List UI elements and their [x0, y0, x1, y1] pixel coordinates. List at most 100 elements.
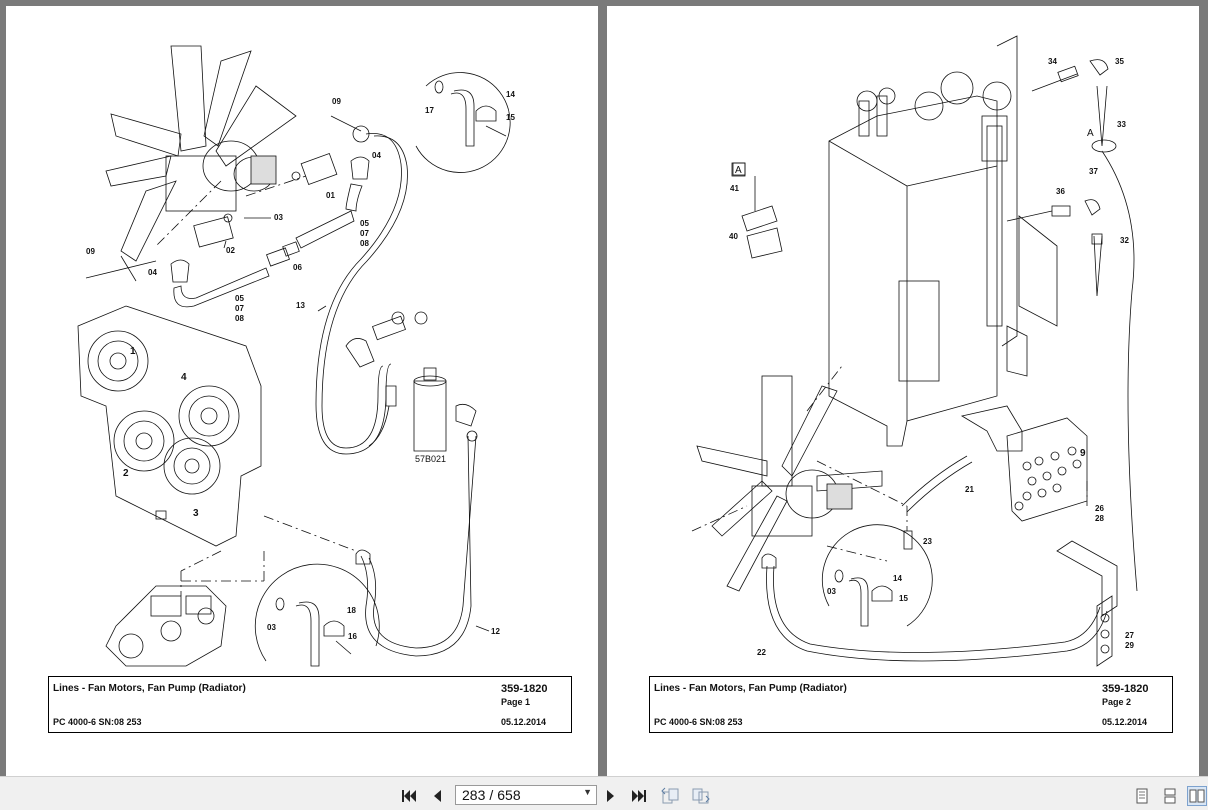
- label-32: 32: [1120, 236, 1129, 245]
- label-09: 09: [332, 97, 341, 106]
- model-serial: PC 4000-6 SN:08 253: [53, 717, 142, 727]
- page-label: Page 2: [1102, 697, 1132, 707]
- total-pages: 658: [497, 787, 521, 803]
- label-a-box: [731, 162, 746, 177]
- callout-labels-right: 34 35 33 A 37 36 32 A 41 40 21 9 26 28 2…: [729, 57, 1134, 657]
- label-57b021: 57B021: [415, 454, 446, 464]
- label-26: 26: [1095, 504, 1104, 513]
- label-03: 03: [274, 213, 283, 222]
- filter-assembly: [345, 311, 477, 452]
- page-label: Page 1: [501, 697, 531, 707]
- navigation-toolbar: [0, 776, 1208, 810]
- label-34: 34: [1048, 57, 1057, 66]
- label-36: 36: [1056, 187, 1065, 196]
- label-22: 22: [757, 648, 766, 657]
- facing-pages-view-icon: [1189, 789, 1205, 803]
- title-block: Lines - Fan Motors, Fan Pump (Radiator) …: [48, 676, 572, 733]
- gear-label-1: 1: [130, 346, 136, 357]
- continuous-view-icon: [1164, 788, 1176, 804]
- tank-illustration: [828, 35, 1058, 447]
- label-15: 15: [899, 594, 908, 603]
- page-separator: /: [489, 787, 494, 803]
- hose-21: [901, 455, 973, 550]
- hose-12: [355, 430, 478, 657]
- go-back-button[interactable]: [660, 787, 682, 805]
- parts-diagram-page-1: 09 09 04 04 03 03 01 02 06 05 07 08 05 0…: [77, 45, 515, 667]
- next-page-icon: [607, 790, 614, 802]
- label-08: 08: [235, 314, 244, 323]
- page-number-selector[interactable]: 283 / 658 ▼: [455, 785, 597, 805]
- part-number: 359-1820: [1102, 683, 1149, 695]
- label-28: 28: [1095, 514, 1104, 523]
- label-23: 23: [923, 537, 932, 546]
- facing-pages-view-button[interactable]: [1187, 786, 1207, 806]
- fittings-36-37: [1006, 199, 1103, 297]
- last-page-icon: [632, 790, 646, 802]
- model-serial: PC 4000-6 SN:08 253: [654, 717, 743, 727]
- label-04: 04: [148, 268, 157, 277]
- gear-label-2: 2: [123, 468, 129, 479]
- drawing-title: Lines - Fan Motors, Fan Pump (Radiator): [654, 683, 847, 694]
- label-17: 17: [425, 106, 434, 115]
- title-block: Lines - Fan Motors, Fan Pump (Radiator) …: [649, 676, 1173, 733]
- label-07: 07: [235, 304, 244, 313]
- drawing-date: 05.12.2014: [501, 717, 547, 727]
- bracket-27-29: [1056, 540, 1118, 667]
- drawing-date: 05.12.2014: [1102, 717, 1148, 727]
- single-page-view-button[interactable]: [1132, 786, 1152, 806]
- valve-block: [960, 405, 1088, 522]
- label-06: 06: [293, 263, 302, 272]
- label-05: 05: [360, 219, 369, 228]
- hose-22: [761, 553, 1108, 662]
- first-page-button[interactable]: [400, 787, 418, 805]
- label-29: 29: [1125, 641, 1134, 650]
- document-page-left: 09 09 04 04 03 03 01 02 06 05 07 08 05 0…: [6, 6, 598, 776]
- detail-circle-top: [415, 72, 511, 173]
- label-01: 01: [326, 191, 335, 200]
- go-forward-icon: [692, 788, 710, 804]
- label-21: 21: [965, 485, 974, 494]
- last-page-button[interactable]: [630, 787, 648, 805]
- label-9: 9: [1080, 448, 1086, 459]
- continuous-view-button[interactable]: [1160, 786, 1180, 806]
- label-a-boxed: A: [735, 165, 742, 176]
- label-13: 13: [296, 301, 305, 310]
- first-page-icon: [402, 790, 416, 802]
- callout-lines: [223, 217, 490, 632]
- go-back-icon: [661, 787, 679, 804]
- label-05: 05: [235, 294, 244, 303]
- chevron-down-icon[interactable]: ▼: [583, 787, 592, 797]
- label-37: 37: [1089, 167, 1098, 176]
- label-09: 09: [86, 247, 95, 256]
- leader-lines: [155, 175, 357, 596]
- label-35: 35: [1115, 57, 1124, 66]
- current-page-number: 283: [462, 787, 486, 803]
- fan-illustration: [105, 45, 297, 262]
- previous-page-button[interactable]: [430, 787, 444, 805]
- callout-labels: 09 09 04 04 03 03 01 02 06 05 07 08 05 0…: [86, 90, 515, 641]
- part-number: 359-1820: [501, 683, 548, 695]
- gear-label-3: 3: [193, 508, 199, 519]
- go-forward-button[interactable]: [690, 787, 712, 805]
- label-27: 27: [1125, 631, 1134, 640]
- label-03: 03: [827, 587, 836, 596]
- label-a: A: [1087, 128, 1094, 139]
- label-14: 14: [506, 90, 515, 99]
- detail-circle-bottom: [254, 563, 380, 667]
- drawing-title: Lines - Fan Motors, Fan Pump (Radiator): [53, 683, 246, 694]
- next-page-button[interactable]: [604, 787, 618, 805]
- label-14: 14: [893, 574, 902, 583]
- label-15: 15: [506, 113, 515, 122]
- label-41: 41: [730, 184, 739, 193]
- fan-illustration-right: [696, 375, 883, 592]
- label-02: 02: [226, 246, 235, 255]
- single-page-view-icon: [1136, 788, 1148, 804]
- gearbox-illustration: [77, 305, 262, 547]
- fittings-top: [85, 115, 370, 308]
- previous-page-icon: [434, 790, 441, 802]
- clamp-detail: [732, 162, 783, 259]
- label-03: 03: [267, 623, 276, 632]
- pump-illustration: [105, 585, 227, 667]
- leader-lines-right: [691, 365, 1088, 562]
- gear-label-4: 4: [181, 372, 187, 383]
